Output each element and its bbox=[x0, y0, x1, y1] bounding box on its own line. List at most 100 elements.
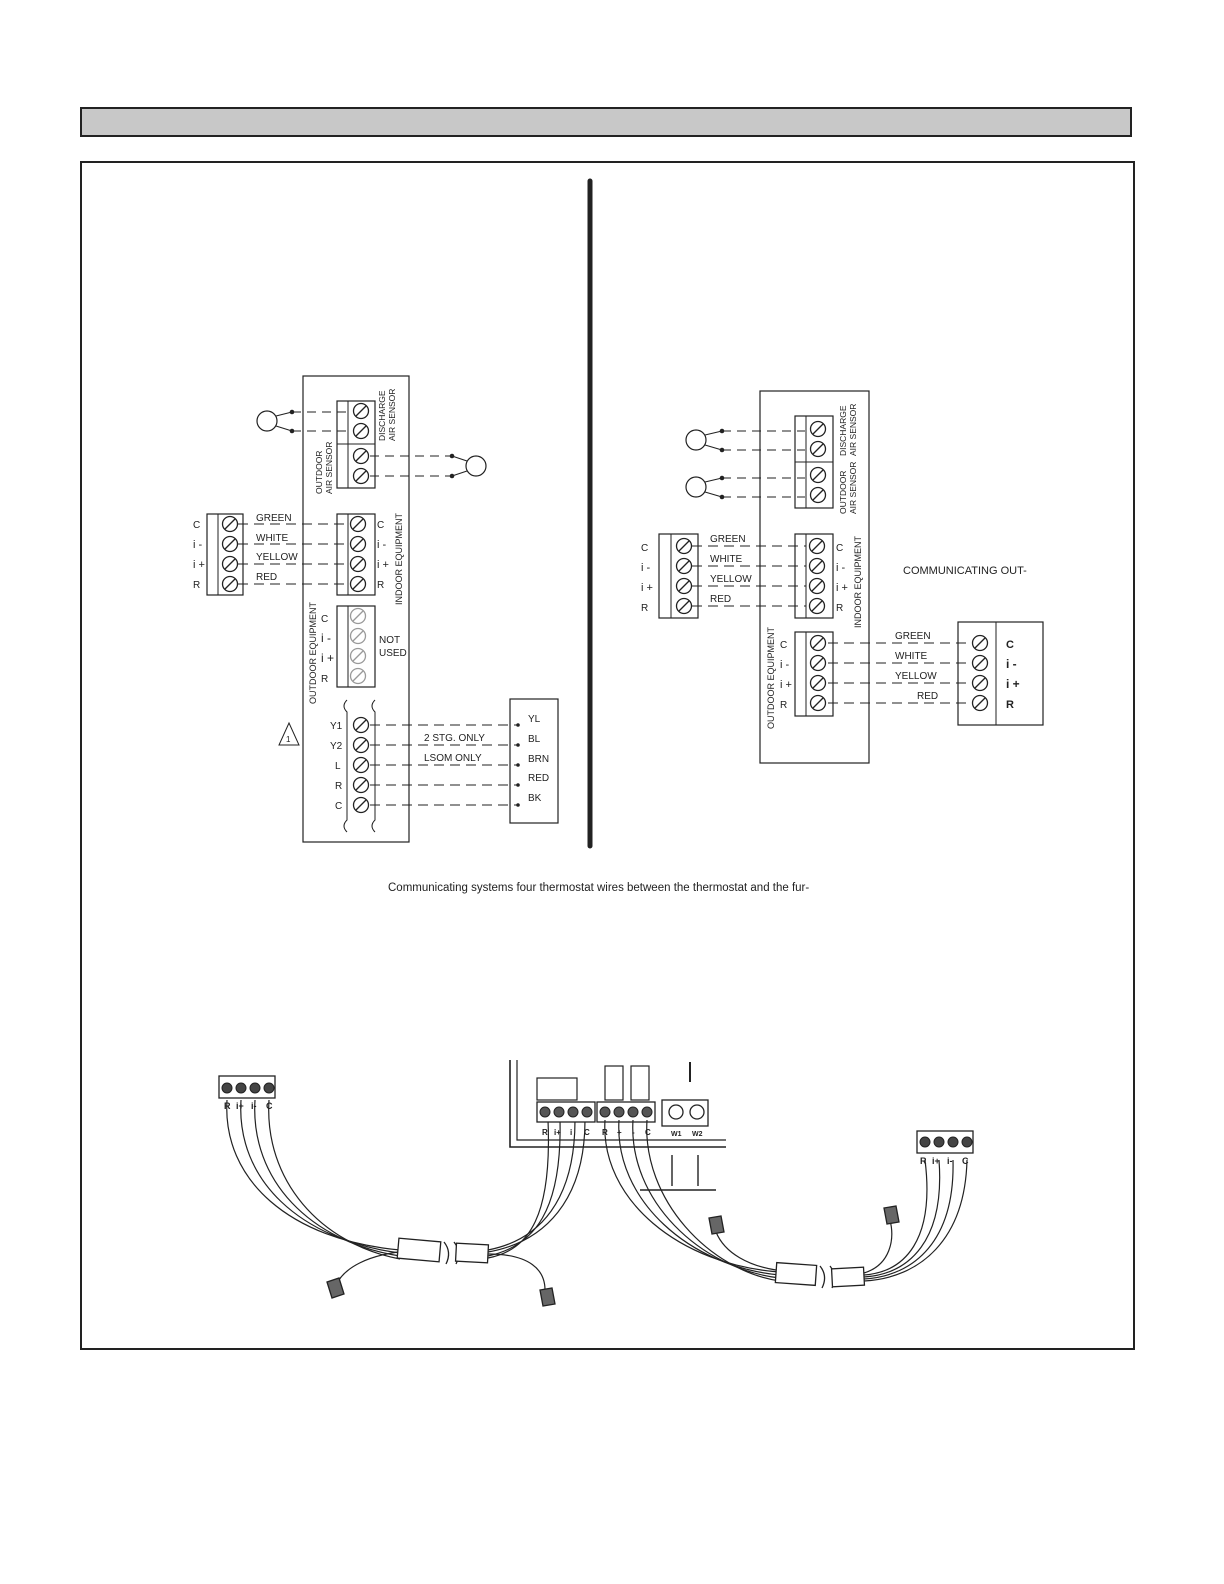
wire-nut-icon bbox=[883, 1205, 900, 1225]
terminal-label: i + bbox=[193, 559, 205, 571]
terminal-label: R bbox=[193, 580, 200, 591]
discharge-sensor-label: AIR SENSOR bbox=[387, 389, 397, 441]
wire-label: YELLOW bbox=[256, 552, 298, 563]
indoor-equipment-label: INDOOR EQUIPMENT bbox=[853, 535, 863, 628]
board-label: i+ bbox=[554, 1128, 561, 1137]
outdoor-equipment-label: OUTDOOR EQUIPMENT bbox=[308, 601, 318, 704]
wire-label: WHITE bbox=[710, 554, 743, 565]
terminal-label: C bbox=[377, 520, 384, 531]
wire-label: WHITE bbox=[895, 651, 928, 662]
sensor-icon bbox=[685, 476, 707, 498]
figure-frame bbox=[80, 161, 1135, 1350]
sensor-icon bbox=[465, 455, 487, 477]
communicating-label: COMMUNICATING OUT- bbox=[903, 565, 1027, 577]
plug-label: R bbox=[224, 1101, 231, 1111]
board-label: W1 bbox=[671, 1131, 682, 1138]
outdoor-unit-block bbox=[509, 698, 559, 824]
board-label: R bbox=[542, 1128, 548, 1137]
thermostat-plug bbox=[218, 1075, 276, 1099]
terminal-label: R bbox=[377, 580, 384, 591]
wire-label: RED bbox=[528, 773, 549, 784]
wire-label: BK bbox=[528, 793, 542, 804]
wire-label: GREEN bbox=[895, 631, 931, 642]
terminal-label: R bbox=[836, 603, 843, 614]
note-triangle-icon bbox=[278, 721, 300, 746]
discharge-sensor-label: DISCHARGE bbox=[838, 405, 848, 456]
two-stage-note: 2 STG. ONLY bbox=[424, 733, 485, 744]
figure-caption: Communicating systems four thermostat wi… bbox=[388, 882, 810, 894]
terminal-label: i + bbox=[836, 582, 848, 594]
terminal-label: R bbox=[335, 781, 342, 792]
terminal-label: R bbox=[321, 674, 328, 685]
plug-label: i+ bbox=[932, 1156, 940, 1166]
outdoor-unit-terminal-block bbox=[957, 621, 1044, 726]
outdoor-sensor-label: OUTDOOR bbox=[838, 471, 848, 514]
wire-nut-icon bbox=[326, 1277, 345, 1299]
not-used-label: USED bbox=[379, 648, 407, 659]
terminal-label: R bbox=[1006, 699, 1014, 711]
plug-label: C bbox=[962, 1156, 969, 1166]
terminal-label: C bbox=[193, 520, 200, 531]
discharge-sensor-label: DISCHARGE bbox=[377, 390, 387, 441]
terminal-label: R bbox=[641, 603, 648, 614]
outdoor-equipment-label: OUTDOOR EQUIPMENT bbox=[766, 626, 776, 729]
lsom-note: LSOM ONLY bbox=[424, 753, 482, 764]
board-label: W2 bbox=[692, 1131, 703, 1138]
indoor-equipment-label: INDOOR EQUIPMENT bbox=[394, 512, 404, 605]
terminal-label: i + bbox=[377, 559, 389, 571]
outdoor-equipment-block bbox=[794, 631, 834, 717]
board-label: + bbox=[617, 1128, 622, 1137]
plug-label: i+ bbox=[236, 1101, 244, 1111]
screw-icon bbox=[352, 422, 370, 440]
wire-label: YELLOW bbox=[895, 671, 937, 682]
terminal-label: i + bbox=[321, 651, 334, 665]
wire-nut-icon bbox=[539, 1287, 556, 1307]
thermostat-terminal-block bbox=[658, 533, 699, 619]
board-label: i bbox=[570, 1128, 572, 1137]
terminal-label: L bbox=[335, 761, 341, 772]
terminal-label: Y1 bbox=[330, 721, 343, 732]
terminal-label: i + bbox=[1006, 677, 1020, 691]
outdoor-plug bbox=[916, 1130, 974, 1154]
terminal-label: C bbox=[335, 801, 342, 812]
indoor-equipment-block bbox=[794, 533, 834, 619]
terminal-label: i - bbox=[193, 539, 203, 551]
wire-label: BRN bbox=[528, 754, 549, 765]
outdoor-sensor-label: AIR SENSOR bbox=[848, 462, 858, 514]
terminal-label: i - bbox=[1006, 657, 1017, 671]
right-wiring-diagram: DISCHARGE AIR SENSOR OUTDOOR AIR SENSOR … bbox=[641, 390, 1044, 764]
wire-label: RED bbox=[710, 594, 731, 605]
terminal-label: C bbox=[641, 543, 648, 554]
wire-label: RED bbox=[256, 572, 277, 583]
wire-label: GREEN bbox=[256, 513, 292, 524]
indoor-equipment-block bbox=[336, 513, 376, 596]
terminal-label: C bbox=[780, 640, 787, 651]
discharge-sensor-label: AIR SENSOR bbox=[848, 404, 858, 456]
terminal-label: C bbox=[836, 543, 843, 554]
board-label: C bbox=[584, 1128, 590, 1137]
terminal-label: i + bbox=[780, 679, 792, 691]
screw-icon bbox=[352, 447, 370, 465]
wire-label: YELLOW bbox=[710, 574, 752, 585]
wire-nut-icon bbox=[708, 1215, 725, 1235]
wiring-illustration: R i+ i- C R i+ i bbox=[218, 1060, 974, 1307]
right-control-board bbox=[759, 390, 870, 764]
terminal-label: C bbox=[1006, 639, 1014, 651]
screw-icon bbox=[352, 402, 370, 420]
outdoor-sensor-label: AIR SENSOR bbox=[324, 442, 334, 494]
plug-label: R bbox=[920, 1156, 927, 1166]
not-used-block bbox=[336, 605, 376, 688]
terminal-label: i - bbox=[321, 631, 331, 645]
board-label: - bbox=[632, 1128, 635, 1137]
not-used-label: NOT bbox=[379, 635, 400, 646]
wire-label: GREEN bbox=[710, 534, 746, 545]
wire-label: RED bbox=[917, 691, 938, 702]
note-marker: 1 bbox=[286, 735, 291, 744]
left-control-board bbox=[302, 375, 410, 843]
board-label: C bbox=[645, 1128, 651, 1137]
wire-label: WHITE bbox=[256, 533, 289, 544]
terminal-label: i - bbox=[641, 562, 651, 574]
plug-label: i- bbox=[251, 1101, 257, 1111]
sensor-icon bbox=[256, 410, 278, 432]
